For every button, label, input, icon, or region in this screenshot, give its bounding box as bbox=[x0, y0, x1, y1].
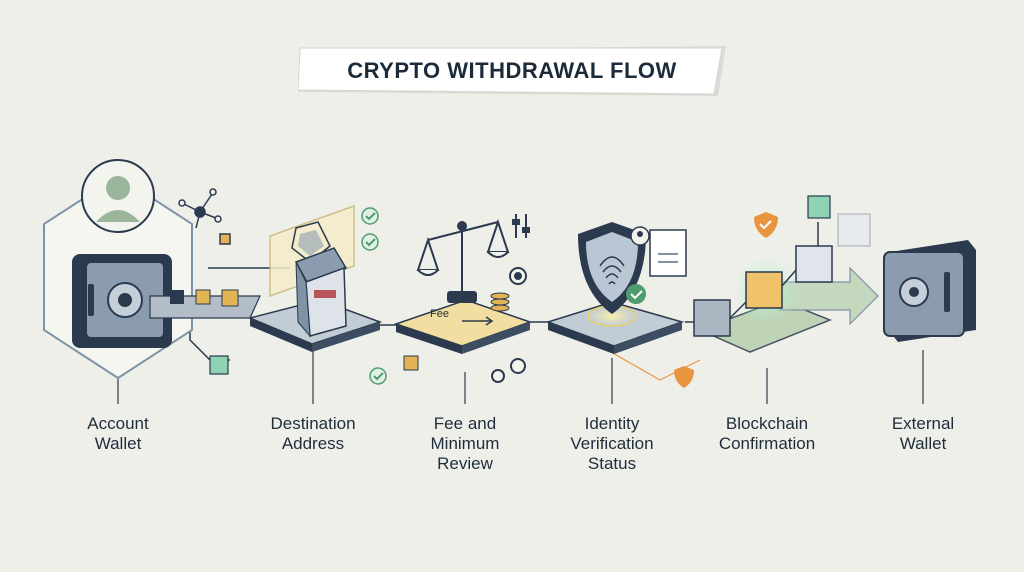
label-guides bbox=[117, 350, 924, 404]
vault-icon bbox=[883, 240, 976, 342]
step-account-wallet bbox=[43, 159, 261, 380]
user-avatar-icon bbox=[81, 159, 155, 233]
step-destination-address bbox=[247, 204, 383, 352]
step-blockchain-confirmation bbox=[693, 195, 879, 353]
vault-icon bbox=[72, 254, 172, 348]
label-fee-and-minimum-review: Fee and Minimum Review bbox=[430, 414, 500, 473]
gear-icon bbox=[491, 267, 527, 383]
page-title: CRYPTO WITHDRAWAL FLOW bbox=[347, 58, 677, 83]
fee-tag: Fee bbox=[430, 308, 449, 320]
step-fee-and-minimum-review bbox=[369, 214, 533, 385]
slider-icon bbox=[512, 214, 530, 238]
step-identity-verification-status bbox=[545, 222, 694, 388]
id-document-icon bbox=[630, 226, 687, 277]
block-chain-icon bbox=[693, 195, 871, 337]
label-identity-verification-status: Identity Verification Status bbox=[570, 414, 654, 473]
network-node-icon bbox=[178, 188, 231, 245]
label-destination-address: Destination Address bbox=[270, 414, 356, 453]
check-icon bbox=[361, 207, 379, 251]
label-external-wallet: External Wallet bbox=[891, 414, 955, 453]
scale-icon bbox=[416, 218, 510, 303]
step-external-wallet bbox=[883, 240, 976, 342]
title-banner: CRYPTO WITHDRAWAL FLOW bbox=[298, 46, 726, 96]
label-account-wallet: Account Wallet bbox=[87, 414, 149, 453]
label-blockchain-confirmation: Blockchain Confirmation bbox=[718, 414, 816, 453]
cube-icon bbox=[170, 289, 239, 375]
kiosk-icon bbox=[294, 247, 348, 338]
coin-stack-icon bbox=[490, 292, 510, 312]
